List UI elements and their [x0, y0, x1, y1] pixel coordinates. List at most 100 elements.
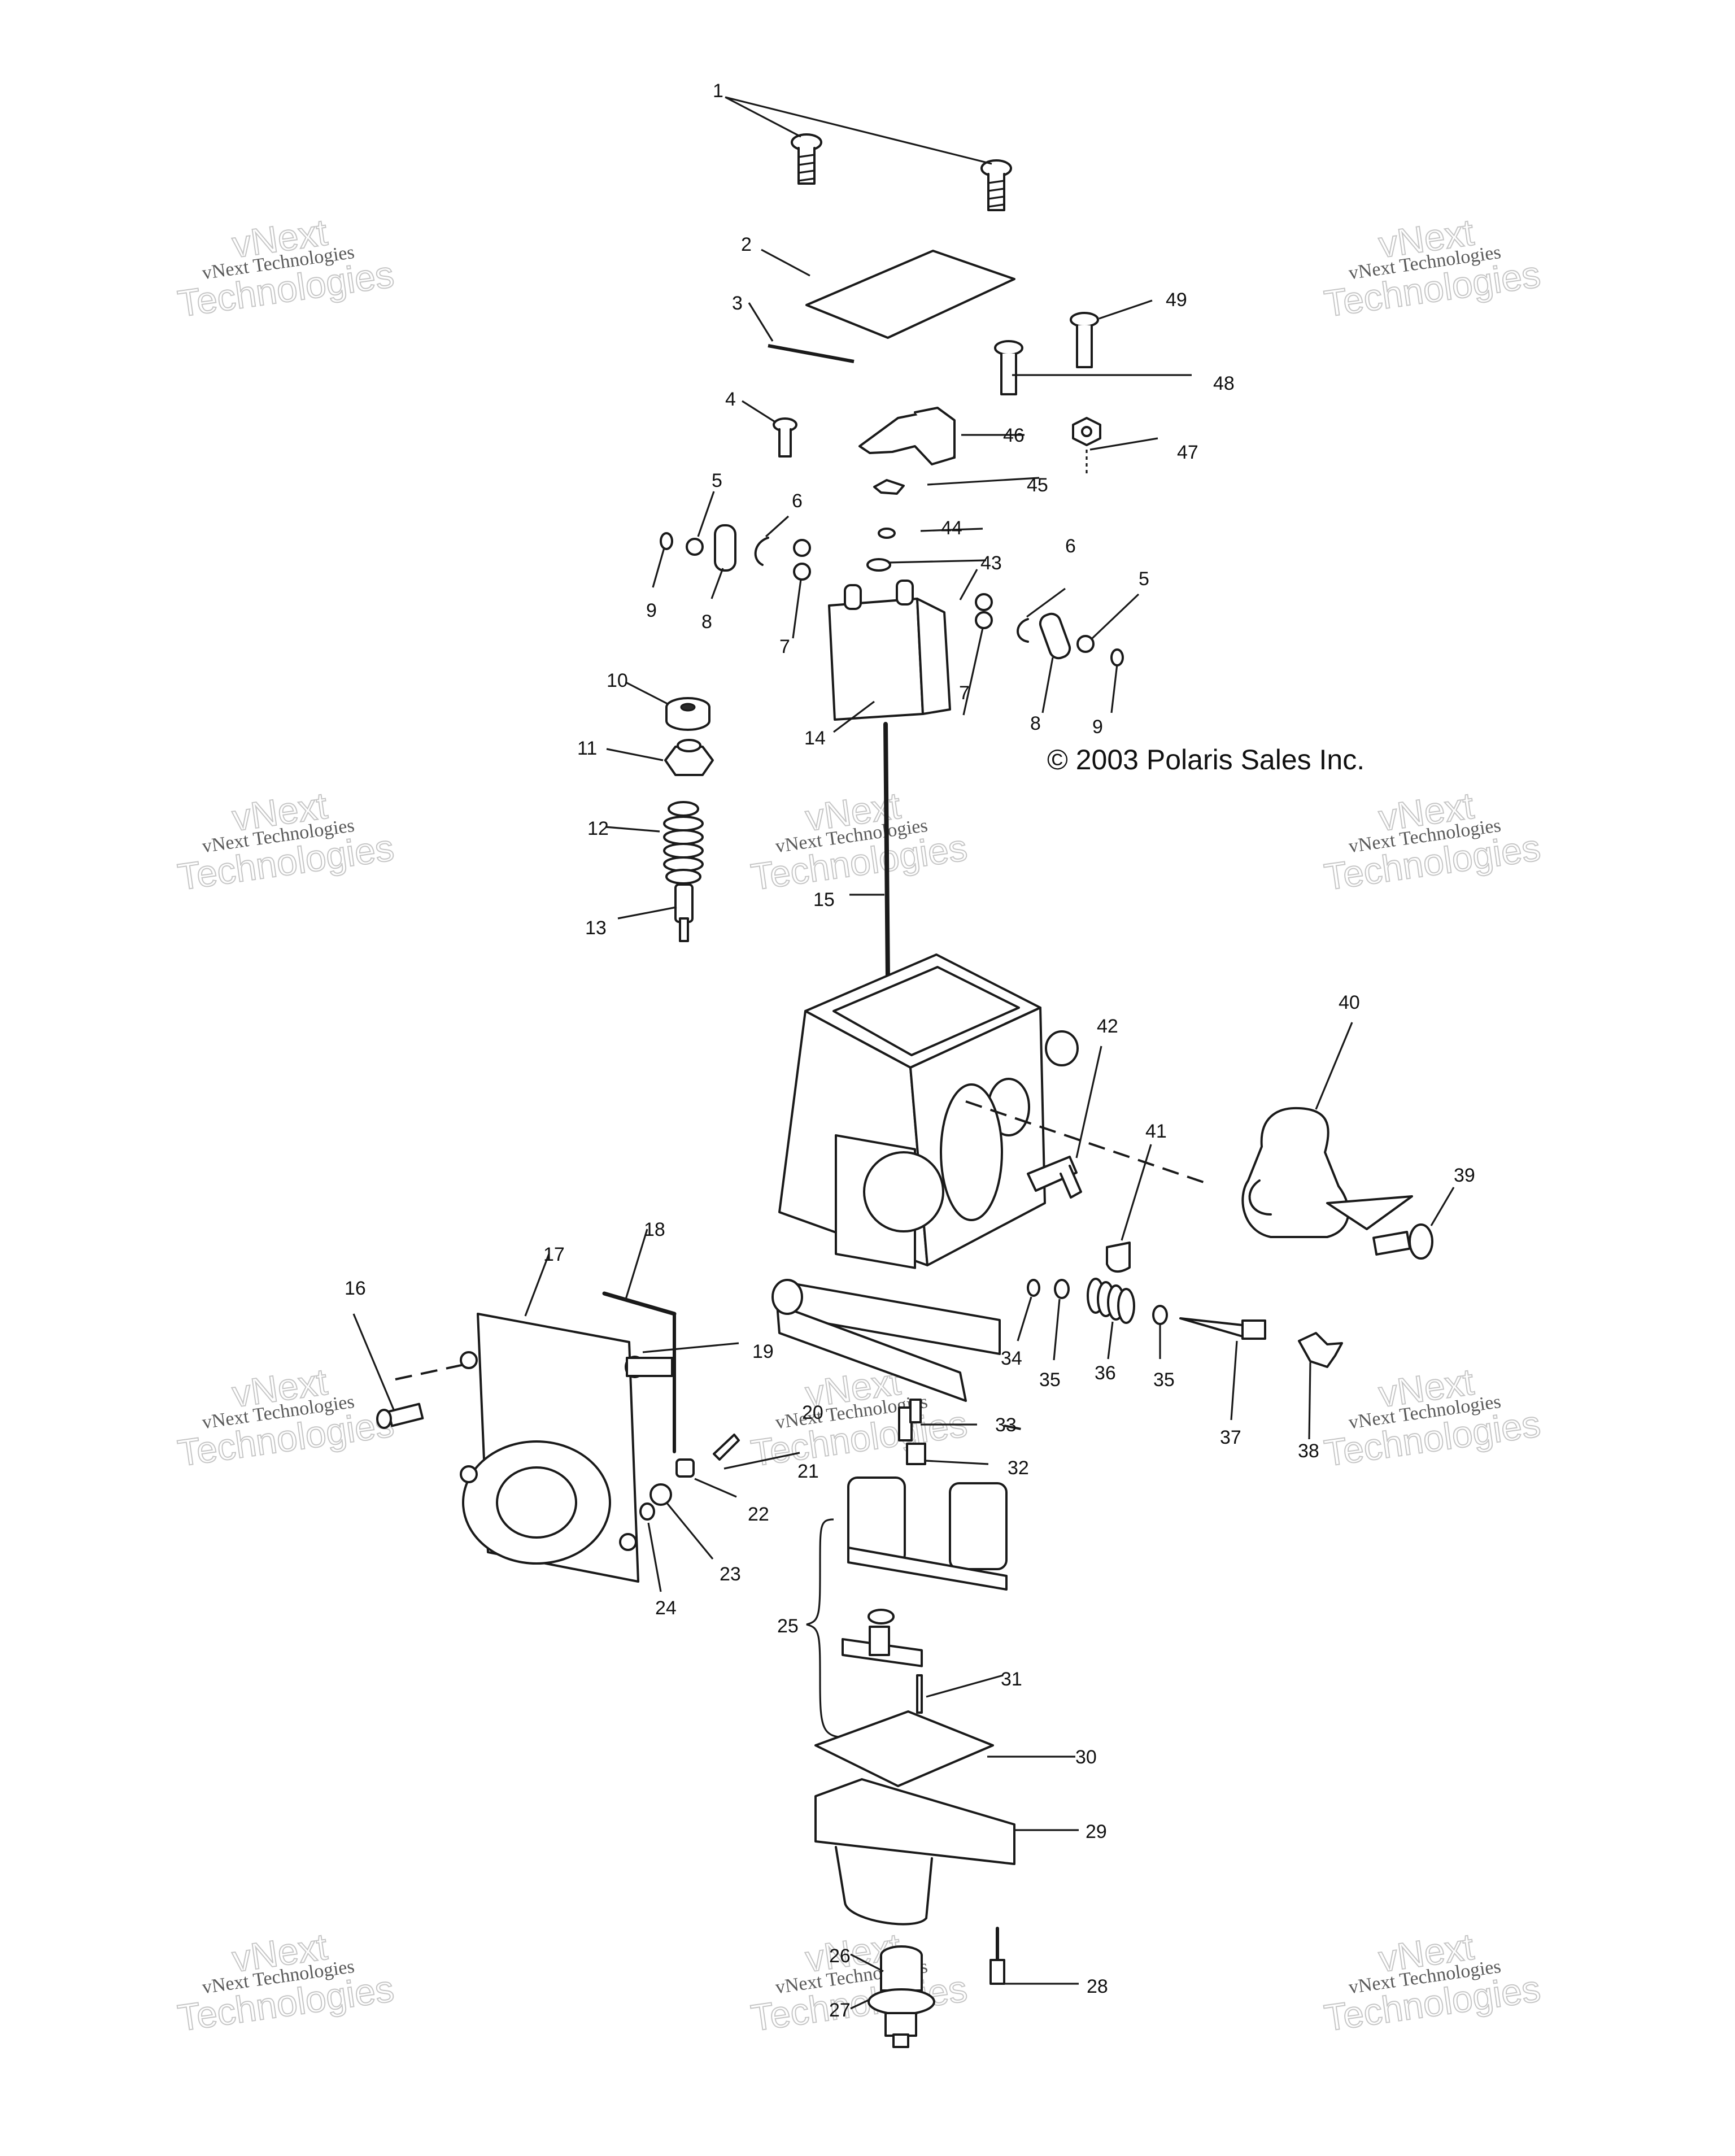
part-2-cover-plate: [805, 250, 1015, 339]
callout-28: 28: [1087, 1976, 1108, 1997]
callout-42: 42: [1097, 1016, 1118, 1037]
part-39-screw: [1372, 1223, 1433, 1260]
part-36-spring: [1087, 1278, 1135, 1324]
watermark-mid-right: vNext vNext Technologies Technologies: [1321, 783, 1544, 898]
callout-33: 33: [995, 1414, 1017, 1436]
leader-lines: [352, 96, 1455, 2010]
part-26-fitting: [880, 1945, 923, 1992]
part-35-washer-b: [1152, 1305, 1168, 1325]
part-41-plug: [1106, 1242, 1131, 1273]
callout-40: 40: [1339, 992, 1360, 1013]
part-28-drain-screw: [989, 1927, 1005, 1985]
part-37-mixture-screw: [1179, 1317, 1266, 1340]
callout-3: 3: [732, 293, 743, 314]
callout-16: 16: [345, 1278, 366, 1299]
part-10-cap: [665, 697, 710, 731]
part-4-screw: [773, 417, 797, 458]
callout-24: 24: [655, 1597, 677, 1619]
watermark-low-right: vNext vNext Technologies Technologies: [1321, 1360, 1544, 1474]
callout-2: 2: [741, 234, 752, 255]
callout-labels: 1 2 3 4 5 5 6 6 7 7 8 8 9 9 10 11 12 13 …: [345, 80, 1475, 2021]
callout-36: 36: [1095, 1362, 1116, 1384]
part-23-washer: [649, 1483, 672, 1506]
callout-26: 26: [829, 1945, 851, 1967]
callout-34: 34: [1001, 1348, 1022, 1369]
watermark-low-left: vNext vNext Technologies Technologies: [175, 1360, 397, 1474]
watermark-mid-center: vNext vNext Technologies Technologies: [748, 783, 970, 898]
callout-6-right: 6: [1065, 535, 1076, 557]
callout-31: 31: [1001, 1669, 1022, 1690]
callout-35-right: 35: [1153, 1369, 1175, 1391]
part-24-ring: [639, 1502, 655, 1521]
drain-axis-line: [1004, 1425, 1027, 1431]
callout-48: 48: [1213, 373, 1235, 394]
callout-47: 47: [1177, 442, 1198, 463]
part-46-bracket: [858, 407, 956, 465]
part-7-right-bushing-a: [975, 593, 993, 611]
callout-22: 22: [748, 1504, 769, 1525]
part-35-washer-a: [1054, 1279, 1070, 1299]
part-27-nozzle: [868, 1988, 935, 2048]
part-34-o-ring: [1027, 1279, 1040, 1297]
callout-21: 21: [797, 1461, 819, 1482]
part-29-float-bowl: [814, 1778, 1015, 1926]
part-43-o-ring: [866, 558, 891, 572]
watermark-top-left: vNext vNext Technologies Technologies: [175, 210, 397, 325]
callout-45: 45: [1027, 474, 1048, 496]
callout-9-right: 9: [1092, 716, 1103, 738]
copyright-notice: © 2003 Polaris Sales Inc.: [1047, 744, 1365, 776]
part-5-right-washer: [1076, 635, 1095, 653]
callout-46: 46: [1003, 425, 1025, 446]
callout-8-right: 8: [1030, 713, 1041, 734]
callout-49: 49: [1166, 289, 1187, 311]
left-hardware-group: [660, 524, 811, 581]
part-8-left-link: [714, 524, 736, 572]
part-32-main-jet: [906, 1443, 926, 1465]
part-7-right-bushing-b: [975, 611, 993, 629]
callout-20: 20: [802, 1402, 823, 1423]
callout-8-left: 8: [701, 611, 712, 633]
part-22-nut: [675, 1458, 695, 1478]
callout-29: 29: [1086, 1821, 1107, 1843]
callout-18: 18: [644, 1219, 665, 1240]
callout-7-left: 7: [779, 636, 790, 657]
part-9-left-clip: [660, 532, 673, 550]
part-6-right-e-clip: [1017, 618, 1029, 643]
part-14-throttle-slide: [828, 580, 951, 721]
watermark-mid-left: vNext vNext Technologies Technologies: [175, 783, 397, 898]
callout-14: 14: [804, 728, 826, 749]
cable-axis-line: [965, 1100, 1209, 1185]
part-12-spring: [663, 801, 704, 885]
callout-32: 32: [1008, 1457, 1029, 1479]
part-21-screw: [713, 1434, 740, 1461]
callout-15: 15: [813, 889, 835, 911]
part-42-elbow-fitting: [1027, 1156, 1082, 1199]
part-1-screws: [791, 133, 1012, 211]
callout-10: 10: [607, 670, 628, 691]
part-15-jet-needle: [883, 722, 890, 983]
part-48-screw: [994, 340, 1023, 395]
callout-19: 19: [752, 1341, 774, 1362]
callout-1: 1: [713, 80, 723, 102]
part-16-screw: [376, 1403, 424, 1429]
callout-4: 4: [725, 389, 736, 410]
callout-17: 17: [543, 1244, 565, 1265]
watermark-bottom-center: vNext vNext Technologies Technologies: [748, 1924, 970, 2039]
callout-41: 41: [1145, 1121, 1167, 1142]
part-49-screw: [1070, 312, 1099, 368]
callout-30: 30: [1075, 1746, 1097, 1768]
part-31-screw: [916, 1674, 923, 1714]
part-17-intake-adapter: [460, 1313, 673, 1583]
callout-44: 44: [941, 517, 962, 539]
part-44-ring: [878, 528, 896, 539]
callout-11: 11: [577, 738, 597, 759]
callout-9-left: 9: [646, 600, 657, 621]
part-18-pin: [602, 1291, 677, 1316]
callout-38: 38: [1298, 1440, 1319, 1462]
part-30-gasket: [814, 1710, 994, 1787]
callout-13: 13: [585, 917, 607, 939]
callout-35-left: 35: [1039, 1369, 1061, 1391]
part-7-left-bushing-a: [793, 539, 811, 557]
part-5-left-washer: [686, 538, 704, 556]
